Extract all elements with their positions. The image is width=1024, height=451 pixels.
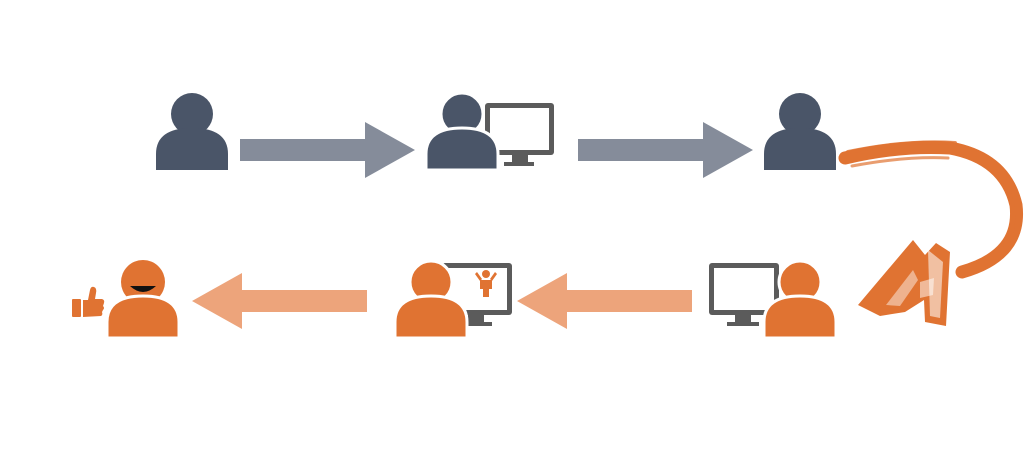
- person-icon: [156, 93, 228, 170]
- person-icon: [393, 259, 469, 340]
- person-icon: [764, 93, 836, 170]
- person-icon: [762, 259, 838, 340]
- smiling-person-icon: [105, 260, 181, 340]
- monitor-icon: [485, 103, 554, 166]
- thumbs-up-icon: [72, 286, 105, 317]
- monitor-person-icon: [709, 259, 838, 340]
- curved-arrow-icon: [838, 140, 1024, 326]
- smile-mouth: [130, 286, 156, 292]
- arrow-right-icon: [578, 122, 753, 178]
- child-icon: [475, 270, 497, 297]
- person-icon: [424, 91, 500, 172]
- arrow-left-icon: [192, 273, 367, 329]
- monitor-icon: [709, 263, 779, 326]
- arrow-left-icon: [517, 273, 692, 329]
- person-monitor-child-icon: [393, 259, 512, 340]
- arrow-right-icon: [240, 122, 415, 178]
- person-monitor-icon: [424, 91, 554, 172]
